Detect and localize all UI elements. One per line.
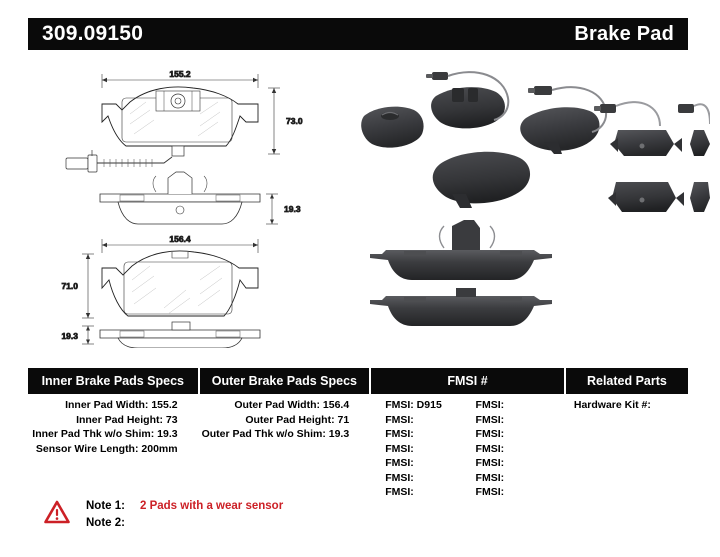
inner-height-dim-label: 73.0: [286, 116, 303, 126]
outer-spec-row: Outer Pad Width: 156.4: [234, 399, 350, 411]
fmsi-row: FMSI:: [385, 471, 414, 484]
fmsi-row: FMSI:: [475, 486, 505, 498]
fmsi-row: FMSI:: [385, 428, 414, 440]
photo-pads-grid: [594, 101, 710, 212]
outer-spec-row: Outer Pad Thk w/o Shim: 19.3: [201, 428, 350, 440]
outer-spec-row: Outer Pad Height: 71: [245, 413, 350, 426]
fmsi-row: FMSI:: [385, 457, 414, 469]
fmsi-row: FMSI: D915: [385, 399, 442, 411]
fmsi-row: FMSI:: [475, 399, 505, 411]
wear-sensor-plug-1: [426, 71, 510, 121]
fmsi-cell: FMSI: D915 FMSI: FMSI: FMSI: FMSI: FMSI:…: [371, 398, 566, 500]
column-header-related-parts: Related Parts: [586, 374, 667, 388]
inner-spec-row: Inner Pad Width: 155.2: [65, 399, 178, 411]
note-1-label: Note 1:: [86, 500, 125, 512]
fmsi-row: FMSI:: [475, 457, 505, 469]
outer-width-dim-label: 156.4: [169, 234, 191, 244]
product-photos-panel: [348, 58, 710, 348]
inner-specs-cell: Inner Pad Width: 155.2 Inner Pad Height:…: [28, 398, 200, 500]
fmsi-column-left: FMSI: D915 FMSI: FMSI: FMSI: FMSI: FMSI:…: [385, 398, 475, 500]
dimension-outer-width: [101, 239, 259, 253]
inner-pad-outline: [101, 86, 259, 147]
warning-triangle-icon: [44, 500, 70, 524]
related-parts-cell: Hardware Kit #:: [566, 398, 688, 500]
notes-lines: Note 1: 2 Pads with a wear sensor Note 2…: [86, 498, 283, 532]
related-part-row: Hardware Kit #:: [573, 399, 651, 411]
dimension-outer-thickness: [82, 325, 94, 345]
product-photos-svg: [361, 71, 710, 326]
wear-sensor-plug-2: [528, 86, 608, 133]
part-number: 309.09150: [42, 22, 144, 45]
fmsi-row: FMSI:: [385, 486, 414, 498]
inner-spec-row: Inner Pad Thk w/o Shim: 19.3: [32, 428, 178, 440]
wear-sensor-plug-3: [594, 101, 661, 127]
inner-width-dim-label: 155.2: [169, 69, 191, 79]
notes-area: Note 1: 2 Pads with a wear sensor Note 2…: [44, 498, 283, 532]
outer-pad-outline: [101, 250, 259, 317]
outer-height-dim-label: 71.0: [61, 281, 78, 291]
fmsi-row: FMSI:: [385, 442, 414, 455]
dimension-inner-height: [268, 87, 280, 155]
technical-drawings-svg: 155.2: [61, 69, 303, 348]
table-body: Inner Pad Width: 155.2 Inner Pad Height:…: [28, 394, 688, 500]
table-header-row: Inner Brake Pads Specs Outer Brake Pads …: [28, 368, 688, 394]
outer-thickness-dim-label: 19.3: [61, 331, 78, 341]
dimension-outer-height: [82, 253, 94, 319]
column-header-fmsi: FMSI #: [371, 368, 566, 394]
fmsi-row: FMSI:: [475, 442, 505, 455]
wear-sensor-plug-4: [678, 103, 710, 125]
header-bar: 309.09150 Brake Pad: [28, 18, 688, 50]
inner-spec-row: Sensor Wire Length: 200mm: [35, 442, 178, 455]
dimension-inner-width: [101, 74, 259, 88]
note-2-row: Note 2:: [86, 515, 283, 532]
outer-specs-cell: Outer Pad Width: 156.4 Outer Pad Height:…: [200, 398, 372, 500]
note-2-label: Note 2:: [86, 517, 125, 529]
wear-sensor-wire: [65, 150, 173, 173]
inner-pad-edge-view: [99, 171, 261, 225]
dimension-inner-thickness: [266, 193, 278, 225]
note-1-row: Note 1: 2 Pads with a wear sensor: [86, 498, 283, 515]
photo-pads-scattered: [361, 71, 608, 208]
photo-pads-edge-profile: [370, 220, 552, 326]
specifications-table: Inner Brake Pads Specs Outer Brake Pads …: [28, 368, 688, 500]
fmsi-row: FMSI:: [475, 428, 505, 440]
inner-thickness-dim-label: 19.3: [284, 204, 301, 214]
product-title: Brake Pad: [574, 22, 674, 45]
column-header-inner-specs: Inner Brake Pads Specs: [28, 368, 200, 394]
fmsi-row: FMSI:: [385, 413, 414, 426]
fmsi-row: FMSI:: [475, 471, 505, 484]
fmsi-column-right: FMSI: FMSI: FMSI: FMSI: FMSI: FMSI: FMSI…: [476, 398, 566, 500]
column-header-outer-specs: Outer Brake Pads Specs: [200, 368, 372, 394]
technical-drawings-panel: 155.2: [60, 58, 350, 348]
fmsi-row: FMSI:: [475, 413, 505, 426]
note-1-text: 2 Pads with a wear sensor: [140, 500, 284, 512]
inner-spec-row: Inner Pad Height: 73: [76, 413, 178, 426]
outer-pad-edge-view: [99, 321, 261, 348]
